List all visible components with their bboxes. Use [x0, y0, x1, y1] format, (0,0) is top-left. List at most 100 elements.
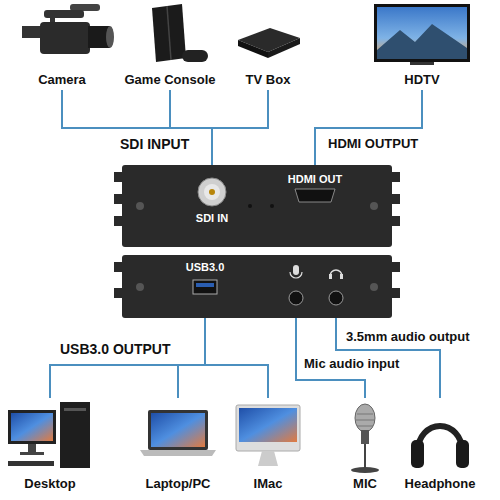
microphone-icon [361, 430, 369, 444]
device-back-panel [196, 283, 214, 287]
signal-line [315, 90, 422, 165]
connection-label: 3.5mm audio output [344, 329, 472, 345]
port-label: HDMI OUT [288, 173, 342, 185]
laptop-icon [140, 410, 216, 456]
device-label: Laptop/PC [140, 476, 216, 491]
device-label: IMac [236, 476, 300, 491]
connection-label: Mic audio input [302, 356, 401, 372]
tv-box-icon [268, 38, 300, 58]
laptop-icon [140, 450, 216, 456]
device-back-panel [193, 280, 217, 294]
device-front-panel [209, 189, 215, 195]
tv-box-icon [238, 28, 300, 58]
signal-line [62, 90, 212, 165]
headphone-icon [411, 426, 469, 468]
device-front-panel [114, 165, 400, 247]
device-back-panel [340, 274, 343, 279]
device-front-panel [248, 204, 252, 208]
camera-icon [22, 4, 114, 54]
desktop-icon [8, 410, 56, 444]
headphone-icon [456, 440, 469, 468]
headphone-icon [418, 426, 462, 450]
hdtv-icon [377, 7, 467, 59]
device-node: IMac [236, 398, 300, 494]
device-front-panel [204, 184, 220, 200]
game-console-icon [152, 4, 208, 62]
device-label: TV Box [236, 72, 300, 87]
device-node: Desktop [8, 398, 92, 494]
imac-icon [236, 405, 300, 466]
device-back-panel [114, 255, 400, 318]
camera-icon [22, 26, 42, 38]
desktop-icon [8, 402, 90, 468]
device-label: MIC [345, 476, 385, 491]
desktop-icon [60, 402, 90, 468]
microphone-icon [351, 467, 379, 473]
camera-icon [70, 4, 100, 11]
device-node: Headphone [401, 398, 480, 494]
microphone-icon [364, 444, 366, 468]
device-label: Camera [22, 72, 102, 87]
device-back-panel [329, 291, 343, 305]
device-front-panel [295, 189, 335, 202]
device-panel: USB3.0 [122, 255, 392, 318]
device-node: HDTV [374, 2, 470, 90]
device-front-panel [370, 202, 378, 210]
imac-icon [236, 405, 300, 451]
camera-icon [40, 22, 90, 54]
signal-line [178, 318, 205, 398]
signal-line [170, 90, 212, 165]
device-back-panel [329, 274, 332, 279]
hdtv-icon [410, 62, 434, 65]
device-front-panel [270, 204, 274, 208]
device-node: Laptop/PC [140, 398, 216, 494]
device-front-panel [136, 202, 144, 210]
signal-line [50, 318, 205, 398]
desktop-icon [8, 461, 54, 466]
device-back-panel [136, 283, 144, 291]
game-console-icon [152, 4, 186, 62]
desktop-icon [20, 452, 44, 455]
device-label: Headphone [401, 476, 480, 491]
device-back-panel [293, 265, 299, 275]
device-back-panel [122, 255, 392, 318]
microphone-icon [351, 404, 379, 473]
signal-line [205, 318, 268, 398]
device-label: Game Console [120, 72, 220, 87]
device-label: Desktop [8, 476, 92, 491]
desktop-icon [28, 444, 36, 452]
device-node: Camera [22, 2, 102, 90]
headphone-icon [411, 440, 424, 468]
device-back-panel [289, 291, 303, 305]
imac-icon [239, 408, 297, 442]
imac-icon [258, 451, 278, 466]
desktop-icon [11, 413, 53, 441]
tv-box-icon [238, 40, 268, 58]
microphone-icon [355, 404, 375, 432]
hdtv-icon [377, 24, 467, 59]
device-label: HDTV [374, 72, 470, 87]
game-console-icon [167, 6, 171, 60]
desktop-icon [64, 408, 86, 411]
device-back-panel [290, 272, 302, 278]
device-front-panel [122, 165, 392, 247]
hdtv-icon [374, 4, 470, 65]
section-label: SDI INPUT [118, 136, 191, 152]
game-console-icon [182, 50, 208, 62]
device-node: TV Box [236, 2, 300, 90]
device-front-panel [198, 178, 226, 206]
laptop-icon [151, 413, 205, 447]
camera-icon [106, 26, 114, 48]
port-label: USB3.0 [186, 261, 225, 273]
device-node: Game Console [120, 2, 220, 90]
port-label: SDI IN [196, 212, 228, 224]
signal-line [212, 90, 268, 165]
device-back-panel [370, 283, 378, 291]
device-node: MIC [345, 398, 385, 494]
connection-label: HDMI OUTPUT [326, 136, 420, 152]
device-panel: SDI IN HDMI OUT [122, 165, 392, 247]
section-label: USB3.0 OUTPUT [58, 341, 172, 357]
laptop-icon [148, 410, 208, 450]
hdtv-icon [374, 4, 470, 62]
